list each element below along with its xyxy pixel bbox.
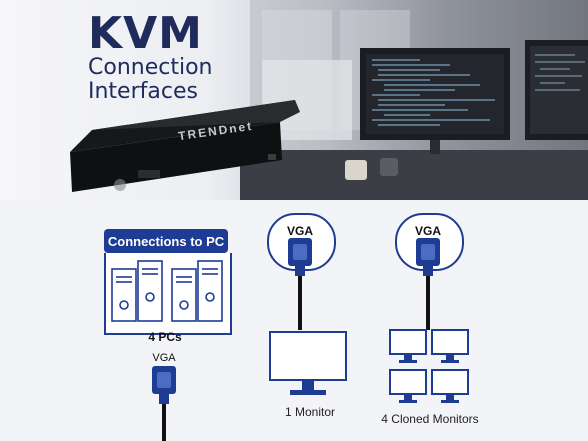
single-monitor-icon: [269, 331, 347, 395]
cloned-vga-connector-icon: [416, 238, 440, 330]
single-vga-label: VGA: [286, 224, 313, 238]
cloned-vga-label: VGA: [414, 224, 441, 238]
pc-count-label: 4 PCs: [148, 330, 182, 344]
office-background: [70, 0, 588, 200]
pc-icons-box: [104, 253, 232, 335]
single-monitor-caption: 1 Monitor: [284, 405, 336, 419]
single-vga-connector-icon: [288, 238, 312, 330]
pc-tower-icons: [111, 260, 223, 322]
subtitle-line-2: Interfaces: [88, 79, 198, 104]
page-title: KVM: [88, 8, 203, 59]
cloned-monitors-icon: [389, 329, 469, 403]
connections-panel-title: Connections to PC: [104, 229, 228, 253]
subtitle-line-1: Connection: [88, 55, 213, 80]
pc-vga-label: VGA: [152, 352, 176, 364]
pc-vga-connector-icon: [152, 366, 176, 441]
hero-photo: TRENDnet KVM Connection Interfaces: [0, 0, 588, 200]
cloned-monitors-caption: 4 Cloned Monitors: [381, 412, 479, 426]
